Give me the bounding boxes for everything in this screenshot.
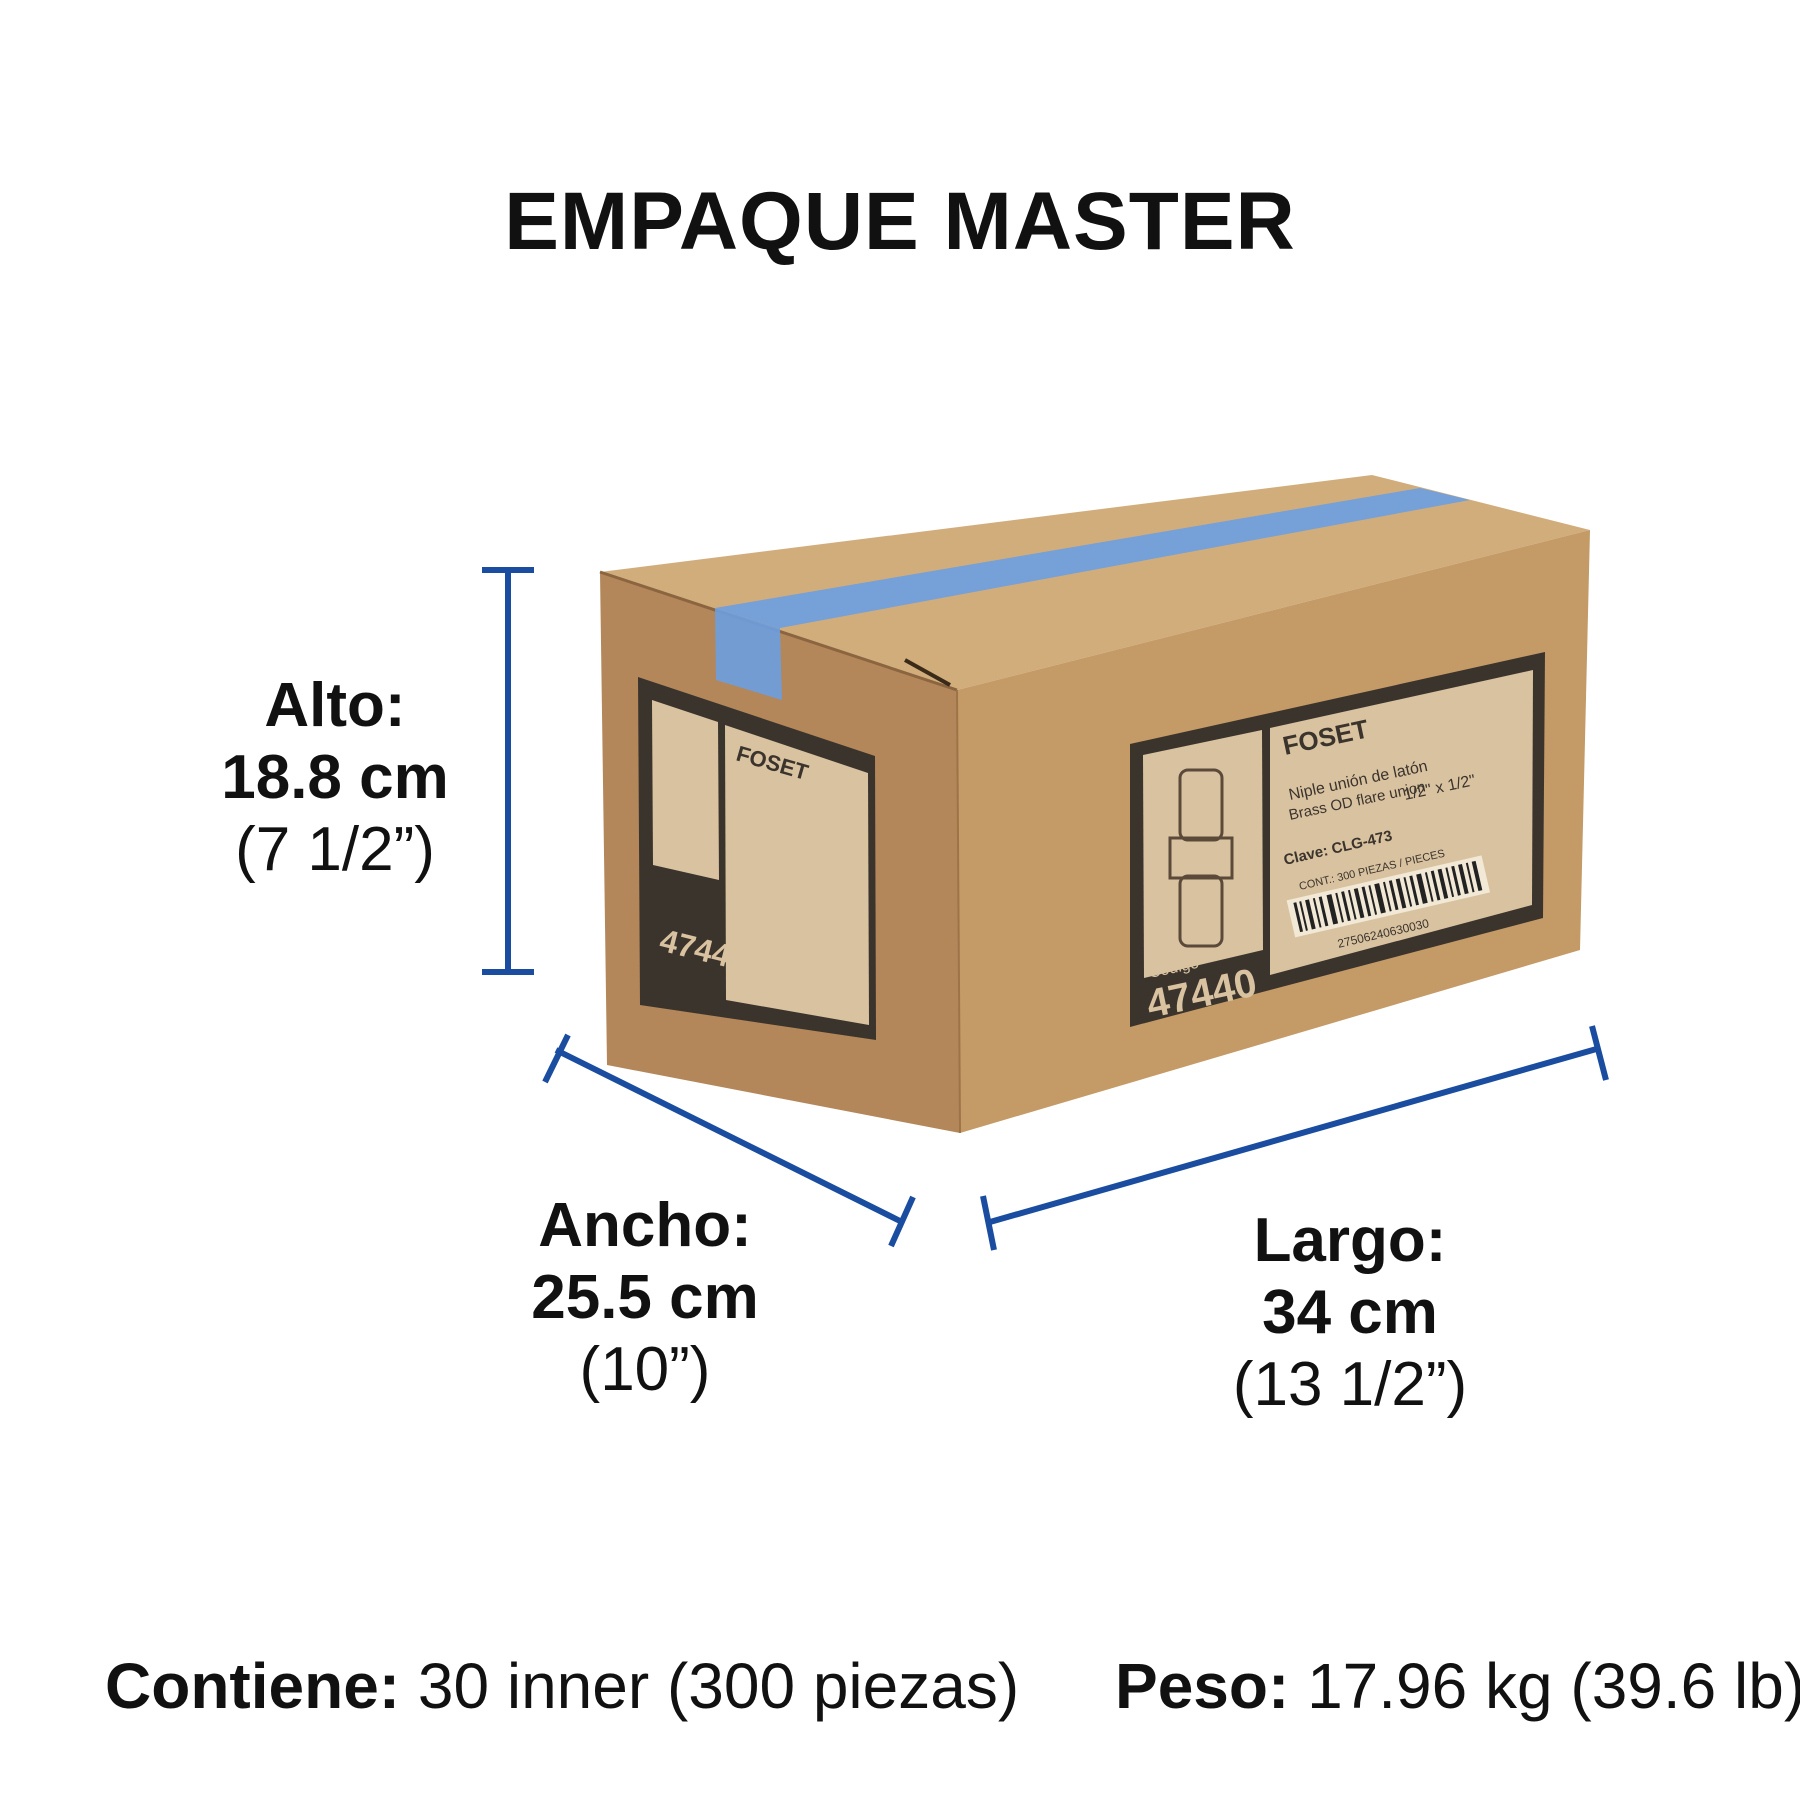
box-top-face [600, 475, 1590, 690]
contents-info: Contiene: 30 inner (300 piezas) [105, 1650, 1019, 1722]
largo-metric: 34 cm [1262, 1278, 1438, 1347]
contiene-value: 30 inner (300 piezas) [417, 1650, 1020, 1722]
largo-dimension: Largo: 34 cm (13 1/2”) [1200, 1205, 1500, 1421]
ancho-dimension: Ancho: 25.5 cm (10”) [495, 1190, 795, 1406]
ancho-imperial: (10”) [579, 1335, 711, 1404]
largo-measure-line [980, 1025, 1609, 1251]
box-edge [956, 689, 961, 1134]
alto-metric: 18.8 cm [221, 743, 449, 812]
alto-label: Alto: [264, 671, 406, 740]
ancho-measure-line [542, 1033, 916, 1248]
side-label: FOSET 47440 [638, 677, 876, 1040]
largo-label: Largo: [1253, 1206, 1447, 1275]
front-label: FOSET Niple unión de latón Brass OD flar… [1130, 652, 1545, 1027]
box-flap-gap [904, 658, 951, 687]
peso-label: Peso: [1115, 1650, 1290, 1722]
alto-dimension: Alto: 18.8 cm (7 1/2”) [205, 670, 465, 886]
contiene-label: Contiene: [105, 1650, 401, 1722]
box-tape-side [715, 608, 782, 700]
box-tape [715, 488, 1470, 628]
alto-imperial: (7 1/2”) [235, 815, 435, 884]
alto-measure-line [482, 567, 534, 975]
ancho-label: Ancho: [538, 1191, 752, 1260]
largo-imperial: (13 1/2”) [1232, 1350, 1468, 1419]
peso-value: 17.96 kg (39.6 lb) [1307, 1650, 1800, 1722]
page-title: EMPAQUE MASTER [504, 176, 1296, 267]
weight-info: Peso: 17.96 kg (39.6 lb) [1115, 1650, 1800, 1722]
ancho-metric: 25.5 cm [531, 1263, 759, 1332]
fitting-icon [1168, 768, 1234, 948]
